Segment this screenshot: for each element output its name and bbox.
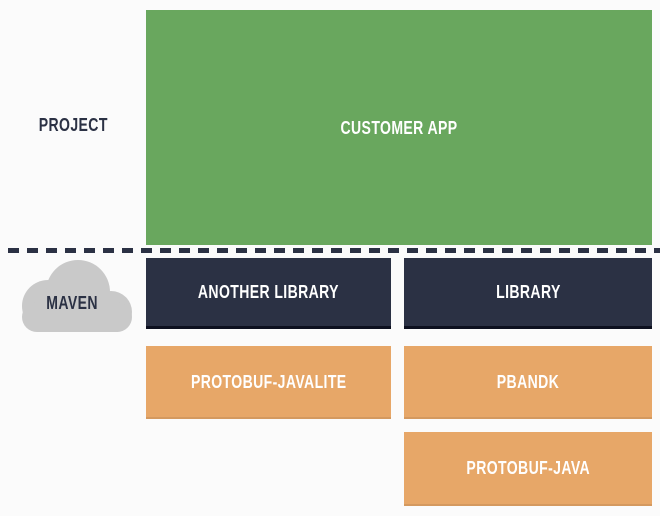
another-library-label: ANOTHER LIBRARY [197,282,340,302]
maven-cloud: MAVEN [12,260,133,332]
pbandk-label: PBANDK [496,371,560,392]
customer-app-label: CUSTOMER APP [340,117,458,138]
project-label: PROJECT [38,115,108,135]
protobuf-java-box: PROTOBUF-JAVA [404,432,652,506]
protobuf-java-label: PROTOBUF-JAVA [466,458,590,478]
another-library-box: ANOTHER LIBRARY [146,258,391,329]
protobuf-javalite-label: PROTOBUF-JAVALITE [190,371,347,392]
maven-label: MAVEN [46,293,99,313]
project-section-label-wrap: PROJECT [0,112,146,138]
library-label: LIBRARY [495,282,561,302]
customer-app-box: CUSTOMER APP [146,10,652,245]
pbandk-box: PBANDK [404,346,652,419]
dashed-divider [8,248,660,253]
maven-label-wrap: MAVEN [12,274,133,332]
library-box: LIBRARY [404,258,652,329]
protobuf-javalite-box: PROTOBUF-JAVALITE [146,346,391,419]
cloud-icon [22,260,132,332]
